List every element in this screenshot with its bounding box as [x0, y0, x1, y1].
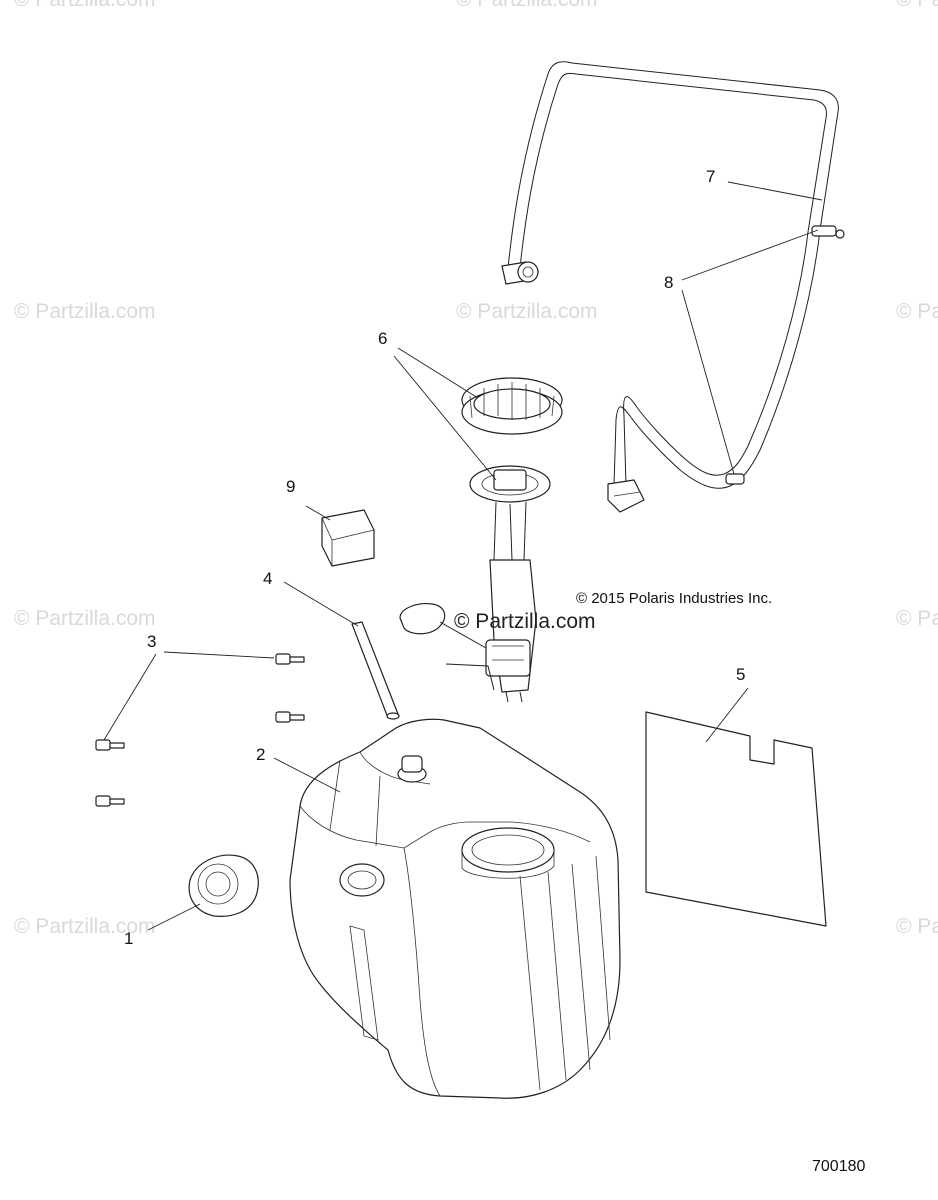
bolt [275, 711, 305, 723]
callout-4: 4 [263, 569, 272, 588]
diagram-id: 700180 [812, 1158, 865, 1175]
watermark: © Partzilla.com [456, 0, 598, 11]
float-arm [399, 603, 495, 691]
tank-fitting [397, 755, 427, 783]
breather-tube [351, 621, 400, 720]
copyright-notice: © 2015 Polaris Industries Inc. [576, 590, 772, 607]
bolt [95, 739, 125, 751]
fuel-pump-lock-ring [461, 377, 563, 435]
fuel-cap [188, 854, 259, 917]
fuel-tank [289, 718, 621, 1099]
hose-end-top [501, 261, 539, 285]
watermark: © Partzilla.com [896, 915, 938, 938]
pump-opening [461, 827, 555, 879]
callout-7: 7 [706, 167, 715, 186]
hose-end-bottom [607, 479, 645, 513]
watermark: © Partzilla.com [14, 300, 156, 323]
hose-clamp-upper [811, 225, 845, 239]
watermark: © Partzilla.com [456, 300, 598, 323]
callout-2: 2 [256, 745, 265, 764]
bolt [275, 653, 305, 665]
callouts: 1 2 3 4 5 6 7 8 9 [124, 167, 745, 948]
callout-9: 9 [286, 477, 295, 496]
filler-neck [339, 863, 385, 897]
leader-lines [103, 181, 823, 931]
watermark: © Partzilla.com [14, 915, 156, 938]
callout-1: 1 [124, 929, 133, 948]
watermark: © Partzilla.com [14, 607, 156, 630]
heat-shield [645, 711, 827, 927]
watermark: © Partzilla.com [896, 607, 938, 630]
watermark: © Partzilla.com [896, 300, 938, 323]
callout-3: 3 [147, 632, 156, 651]
callout-5: 5 [736, 665, 745, 684]
vent-hose [501, 61, 839, 513]
center-watermark: © Partzilla.com [454, 610, 596, 633]
bolt [95, 795, 125, 807]
watermark: © Partzilla.com [14, 0, 156, 11]
foam-pad [321, 509, 375, 567]
bolts [95, 653, 305, 807]
callout-8: 8 [664, 273, 673, 292]
callout-6: 6 [378, 329, 387, 348]
fuel-pump-assembly [399, 465, 551, 703]
watermark: © Partzilla.com [896, 0, 938, 11]
hose-clamp-lower [725, 473, 745, 485]
